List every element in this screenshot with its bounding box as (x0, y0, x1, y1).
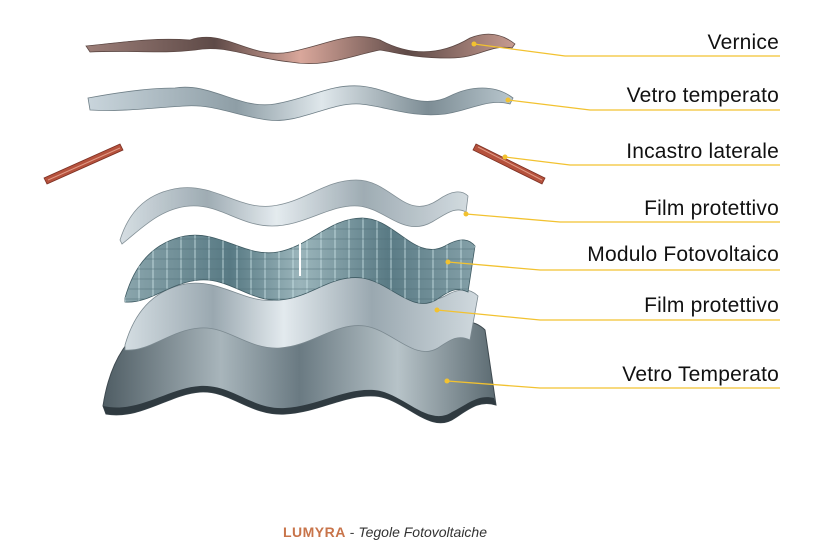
label-modulo-fotovoltaico: Modulo Fotovoltaico (587, 243, 779, 266)
label-vernice: Vernice (707, 31, 779, 54)
leader-vernice (471, 41, 780, 57)
caption-separator: - (345, 524, 359, 540)
label-film-protettivo-2: Film protettivo (644, 294, 779, 317)
leader-film-2 (434, 307, 780, 321)
leader-modulo (445, 259, 780, 271)
leader-incastro (502, 154, 780, 166)
leader-vetro-bottom (444, 378, 780, 389)
leader-vetro-top (505, 97, 780, 111)
incastro-left (43, 143, 124, 185)
film-1-layer (119, 179, 469, 245)
label-incastro-laterale: Incastro laterale (626, 140, 779, 163)
label-vetro-temperato-bottom: Vetro Temperato (622, 363, 779, 386)
leader-lines (434, 41, 780, 389)
label-film-protettivo-1: Film protettivo (644, 197, 779, 220)
brand-name: LUMYRA (282, 524, 346, 540)
vetro-top-layer (87, 85, 514, 121)
label-vetro-temperato: Vetro temperato (626, 84, 779, 107)
incastro-right (472, 143, 546, 185)
caption: LUMYRA - Tegole Fotovoltaiche (0, 524, 770, 540)
modulo-layer (124, 217, 476, 304)
vernice-layer (85, 33, 516, 65)
product-name: Tegole Fotovoltaiche (358, 524, 488, 540)
leader-film-1 (463, 211, 780, 223)
